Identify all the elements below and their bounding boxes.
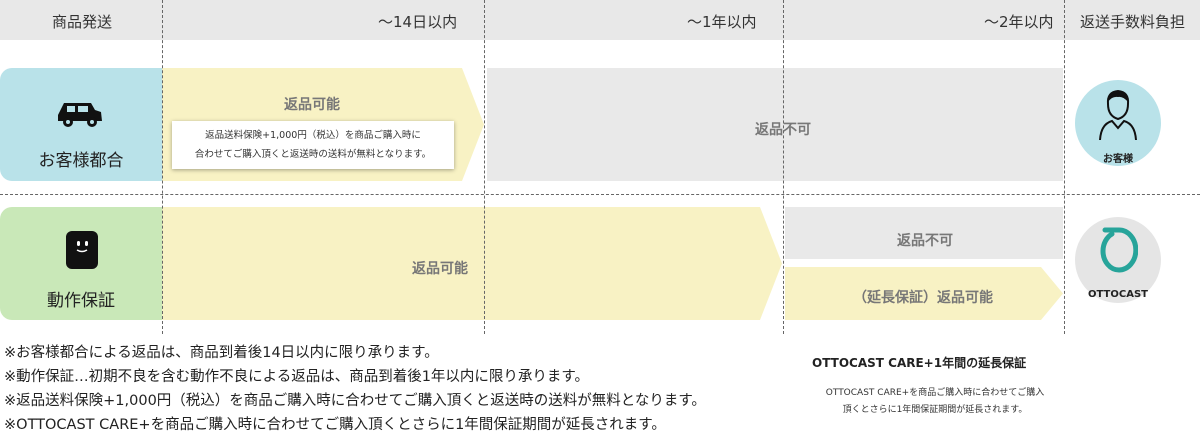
- care-plus-description-line1: OTTOCAST CARE+を商品ご購入時に合わせてご購入: [825, 388, 1045, 398]
- footnote-care: ※OTTOCAST CARE+を商品ご購入時に合わせてご購入頂くとさらに1年間保…: [4, 417, 666, 433]
- row-label-customer-text: お客様都合: [38, 151, 124, 171]
- device-face-icon: [65, 230, 99, 274]
- customer-returnable-label: 返品可能: [284, 97, 340, 113]
- defect-not-returnable-label: 返品不可: [897, 233, 953, 249]
- row-label-defect: 動作保証: [0, 207, 162, 320]
- extended-warranty-period: [785, 267, 1063, 320]
- divider-1-year: [783, 0, 784, 334]
- footnote-insurance: ※返品送料保険+1,000円（税込）を商品ご購入時に合わせてご購入頂くと返送時の…: [4, 393, 706, 409]
- divider-1-month: [484, 0, 485, 334]
- footnotes: ※お客様都合による返品は、商品到着後14日以内に限り承ります。 ※動作保証…初期…: [4, 341, 706, 437]
- footnote-warranty: ※動作保証…初期不良を含む動作不良による返品は、商品到着後1年以内に限り承ります…: [4, 369, 589, 385]
- shipping-insurance-note-line1: 返品送料保険+1,000円（税込）を商品ご購入時に: [205, 130, 421, 141]
- header-shipping: 商品発送: [52, 13, 113, 31]
- footnote-customer: ※お客様都合による返品は、商品到着後14日以内に限り承ります。: [4, 345, 439, 361]
- care-plus-description: OTTOCAST CARE+を商品ご購入時に合わせてご購入 頂くとさらに1年間保…: [790, 385, 1080, 419]
- customer-not-returnable-period: [487, 68, 1063, 181]
- divider-14-days: [162, 0, 163, 334]
- extended-warranty-label: （延長保証）返品可能: [853, 290, 993, 306]
- timeline-header: [0, 0, 1200, 40]
- divider-2-years: [1064, 0, 1065, 334]
- defect-not-returnable-period: [785, 207, 1063, 259]
- payer-customer-circle: お客様: [1075, 80, 1161, 166]
- row-divider: [0, 194, 1200, 195]
- payer-ottocast-circle: OTTOCAST: [1075, 217, 1161, 303]
- shipping-insurance-note-line2: 合わせてご購入頂くと返送時の送料が無料となります。: [194, 149, 432, 160]
- row-label-customer: お客様都合: [0, 68, 162, 181]
- person-icon: [1095, 86, 1141, 146]
- payer-ottocast-label: OTTOCAST: [1088, 289, 1148, 300]
- header-1-year: ～1年以内: [687, 13, 757, 31]
- defect-returnable-label: 返品可能: [412, 261, 468, 277]
- row-label-defect-text: 動作保証: [47, 291, 115, 311]
- header-return-fee: 返送手数料負担: [1080, 13, 1186, 31]
- care-plus-description-line2: 頂くとさらに1年間保証期間が延長されます。: [842, 405, 1028, 415]
- care-plus-title: OTTOCAST CARE+1年間の延長保証: [812, 356, 1027, 370]
- car-icon: [55, 100, 105, 132]
- defect-returnable-period: [162, 207, 782, 320]
- header-2-years: ～2年以内: [984, 13, 1054, 31]
- payer-customer-label: お客様: [1103, 154, 1133, 165]
- shipping-insurance-note: 返品送料保険+1,000円（税込）を商品ご購入時に 合わせてご購入頂くと返送時の…: [172, 121, 454, 169]
- header-14-days: ～14日以内: [378, 13, 458, 31]
- ottocast-logo-icon: [1100, 227, 1139, 277]
